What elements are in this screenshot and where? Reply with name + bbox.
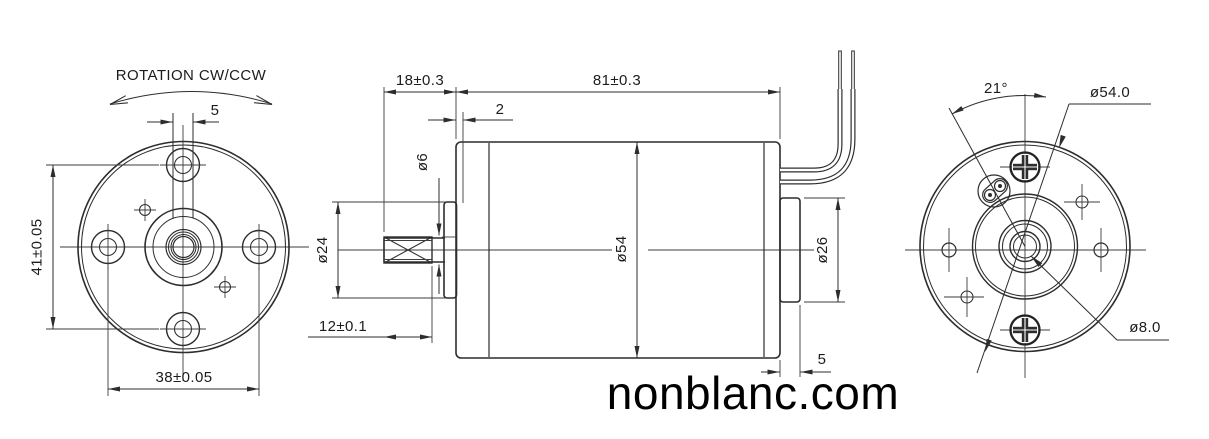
dim-outer-diameter: ø54.0 bbox=[976, 84, 1151, 374]
svg-text:ø54: ø54 bbox=[613, 235, 630, 262]
dim-tab-width: 5 bbox=[147, 102, 220, 125]
rear-holes bbox=[941, 184, 1109, 317]
dim-knurl-length: 12±0.1 bbox=[308, 266, 433, 343]
front-shaft-ring-1 bbox=[165, 228, 202, 266]
dim-hub-bore-diameter: ø8.0 bbox=[1030, 255, 1169, 341]
dim-body-diameter: ø54 bbox=[613, 142, 640, 358]
rear-hub-ring-1 bbox=[998, 219, 1052, 274]
svg-text:38±0.05: 38±0.05 bbox=[156, 369, 213, 386]
svg-text:5: 5 bbox=[211, 102, 220, 119]
front-mounting-holes bbox=[90, 147, 277, 347]
svg-text:41±0.05: 41±0.05 bbox=[29, 219, 46, 276]
svg-text:ø26: ø26 bbox=[814, 236, 831, 263]
dim-body-length: 81±0.3 bbox=[456, 72, 781, 139]
rotation-arrow-left-head bbox=[109, 95, 128, 106]
dim-hole-spacing-horizontal: 38±0.05 bbox=[107, 267, 260, 396]
dim-rear-boss-length: 5 bbox=[761, 305, 831, 377]
rear-boss-cylinder bbox=[779, 197, 801, 303]
svg-text:2: 2 bbox=[496, 101, 505, 118]
dim-rear-boss-diameter: ø26 bbox=[804, 197, 845, 303]
svg-text:18±0.3: 18±0.3 bbox=[396, 72, 444, 89]
front-pilot-holes bbox=[134, 199, 236, 298]
front-boss-inner-circle bbox=[152, 216, 215, 278]
dim-terminal-angle: 21° bbox=[948, 80, 1047, 247]
front-boss-circle bbox=[144, 207, 223, 287]
rotation-direction-label: ROTATION CW/CCW bbox=[116, 67, 267, 84]
front-shaft-ring-3 bbox=[170, 234, 197, 260]
shaft-knurl bbox=[383, 236, 433, 264]
rear-outer-circle bbox=[919, 140, 1131, 353]
rear-outer-inner-circle bbox=[923, 144, 1127, 349]
watermark-text: nonblanc.com bbox=[607, 367, 899, 419]
svg-text:ø24: ø24 bbox=[314, 236, 331, 263]
rear-view: 21° ø54.0 ø8.0 bbox=[905, 80, 1169, 378]
rear-hub-ring-2 bbox=[1002, 223, 1048, 270]
front-view: ROTATION CW/CCW 5 41±0.05 38±0.05 bbox=[29, 67, 309, 396]
svg-text:12±0.1: 12±0.1 bbox=[319, 318, 367, 335]
terminal-connector bbox=[977, 174, 1011, 208]
svg-text:81±0.3: 81±0.3 bbox=[593, 72, 641, 89]
rear-middle-inner-circle bbox=[975, 196, 1075, 297]
dim-front-step: 2 bbox=[428, 101, 513, 203]
front-boss-cylinder bbox=[443, 201, 458, 299]
svg-text:5: 5 bbox=[818, 351, 827, 368]
side-view: 18±0.3 81±0.3 2 ø6 ø24 bbox=[308, 50, 856, 377]
rotation-arrow-right-head bbox=[254, 95, 273, 106]
svg-text:ø8.0: ø8.0 bbox=[1129, 319, 1161, 336]
dim-shaft-length: 18±0.3 bbox=[383, 72, 457, 232]
rear-middle-circle bbox=[971, 193, 1079, 300]
dim-hole-spacing-vertical: 41±0.05 bbox=[29, 164, 159, 330]
screw-bottom bbox=[1000, 314, 1050, 346]
shaft bbox=[383, 236, 445, 264]
front-shaft-ring-4 bbox=[172, 235, 195, 259]
rotation-arrow-arc bbox=[109, 91, 273, 105]
front-outer-circle bbox=[77, 140, 290, 354]
svg-text:21°: 21° bbox=[984, 80, 1008, 97]
dim-front-boss-diameter: ø24 bbox=[314, 201, 446, 299]
svg-text:ø6: ø6 bbox=[414, 153, 431, 171]
rear-hub-ring-4 bbox=[1013, 234, 1037, 259]
dim-shaft-diameter: ø6 bbox=[414, 153, 456, 294]
lead-wires bbox=[780, 50, 856, 185]
svg-text:ø54.0: ø54.0 bbox=[1090, 84, 1130, 101]
front-outer-inner-circle bbox=[81, 144, 286, 350]
front-shaft-ring-2 bbox=[168, 231, 199, 263]
screw-top bbox=[1000, 151, 1050, 183]
